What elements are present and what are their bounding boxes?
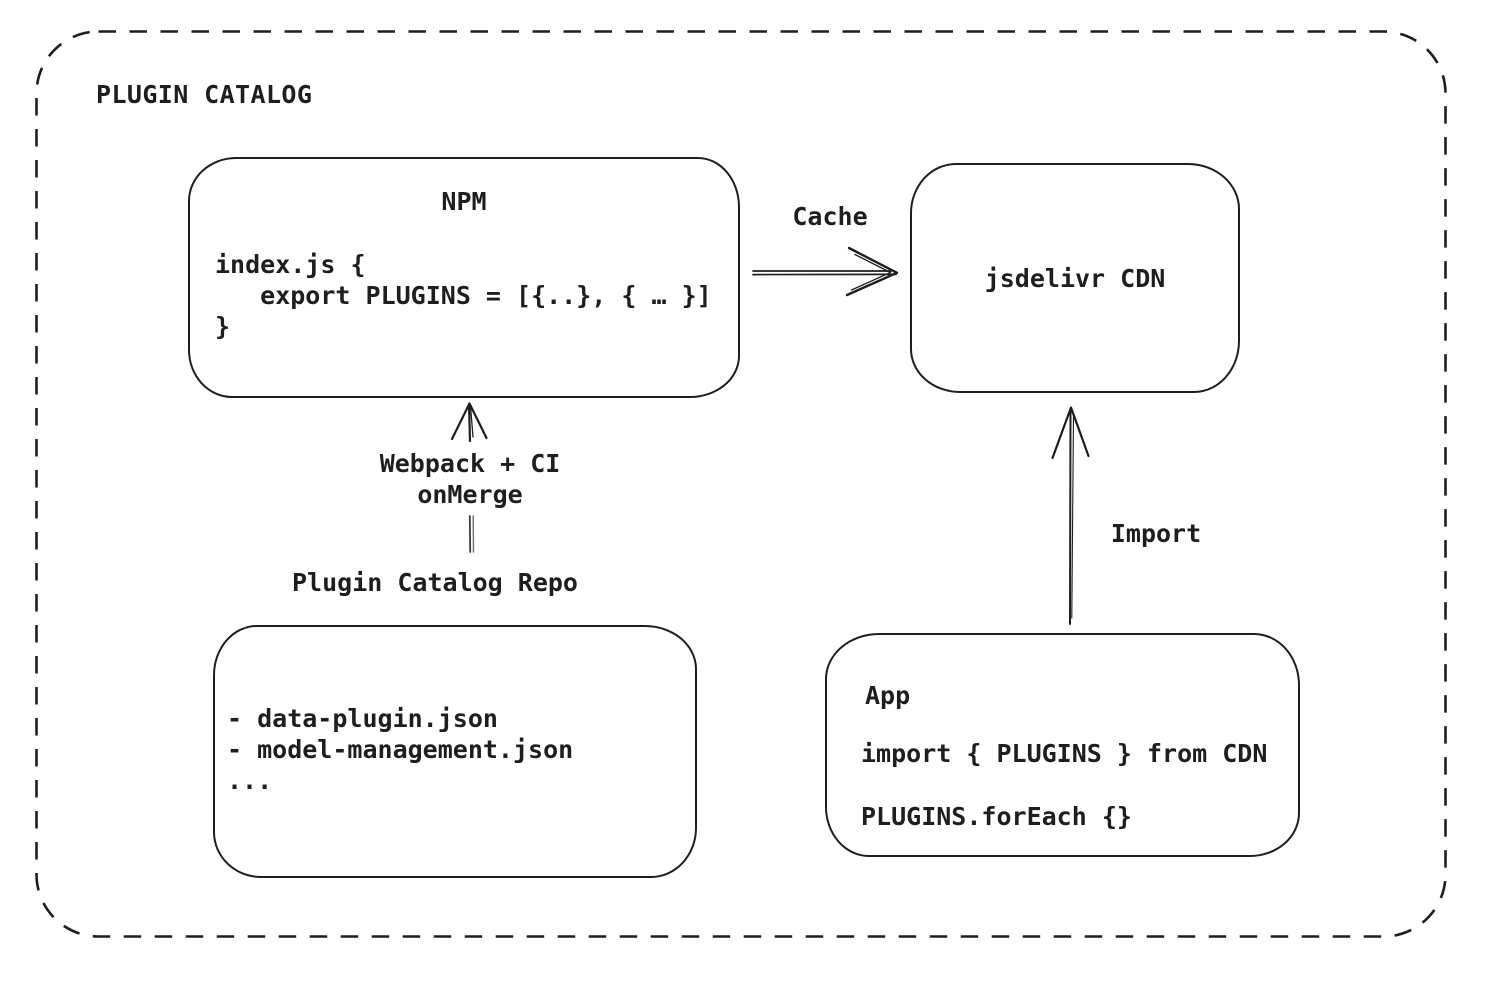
- repo-node-label: Plugin Catalog Repo: [292, 568, 578, 597]
- node-plugin-catalog-repo: - data-plugin.json - model-management.js…: [213, 625, 697, 878]
- cache-edge-label: Cache: [779, 202, 881, 231]
- npm-node-title: NPM: [441, 187, 487, 216]
- repo-file-list: - data-plugin.json - model-management.js…: [227, 704, 574, 795]
- npm-code-snippet: index.js { export PLUGINS = [{..}, { … }…: [215, 250, 712, 341]
- app-foreach-line: PLUGINS.forEach {}: [861, 802, 1132, 831]
- build-edge-label: Webpack + CI onMerge: [369, 448, 571, 510]
- diagram-title: PLUGIN CATALOG: [96, 80, 313, 109]
- app-import-line: import { PLUGINS } from CDN: [861, 739, 1268, 768]
- node-app: App import { PLUGINS } from CDN PLUGINS.…: [825, 633, 1300, 857]
- catalog-boundary-rect: [35, 30, 1447, 938]
- cdn-node-label: jsdelivr CDN: [984, 263, 1166, 293]
- build-arrow: [450, 402, 488, 553]
- node-jsdelivr-cdn: jsdelivr CDN: [910, 163, 1240, 393]
- build-edge-label-line1: Webpack + CI: [379, 449, 561, 478]
- app-node-title: App: [865, 681, 911, 710]
- cache-arrow: [752, 246, 899, 297]
- import-arrow: [1051, 406, 1090, 625]
- node-npm: NPM index.js { export PLUGINS = [{..}, {…: [188, 157, 740, 398]
- import-edge-label: Import: [1106, 519, 1206, 548]
- build-edge-label-line2: onMerge: [417, 480, 523, 509]
